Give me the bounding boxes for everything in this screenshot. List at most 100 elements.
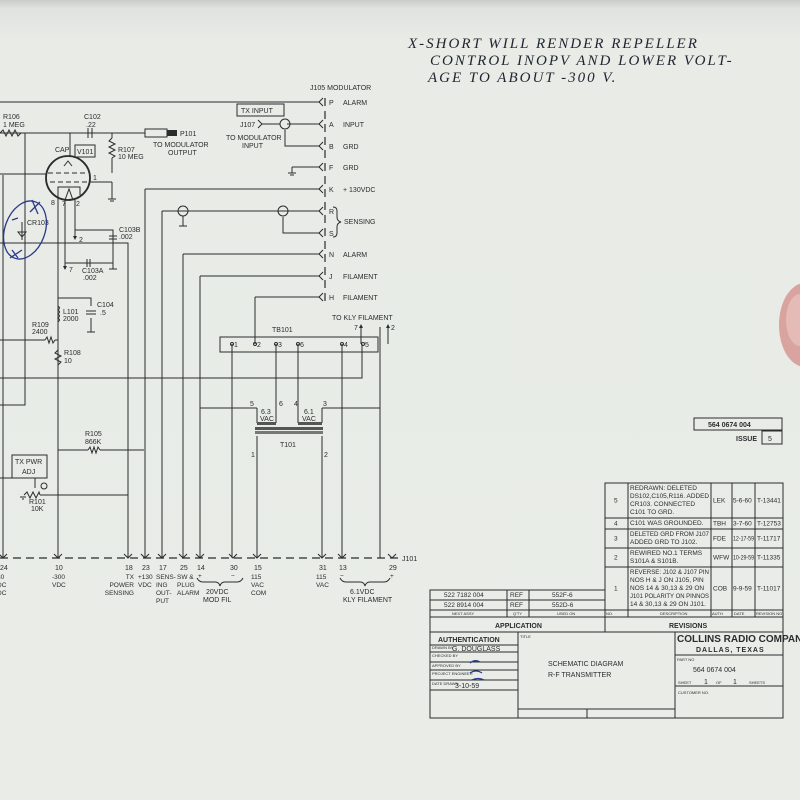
customer-no-label: CUSTOMER NO. <box>678 690 709 695</box>
tx-input-box <box>236 103 285 117</box>
r105-label: R105 <box>85 431 102 438</box>
rev-number: T-11017 <box>757 586 781 593</box>
j101-pin-number: 10 <box>55 565 63 572</box>
rev-description: REWIRED NO.1 TERMS <box>630 550 703 557</box>
j101-pin-label: VAC <box>316 582 329 589</box>
c102-value: .22 <box>86 122 96 129</box>
c103a-label: C103A <box>82 268 104 275</box>
j101-pin-label: -300 <box>52 574 65 581</box>
tube-pin-1: 1 <box>93 175 97 182</box>
rev-date: 12-17-59 <box>733 536 754 543</box>
tb101-term-label: 5 <box>365 342 369 349</box>
sensing-label: SENSING <box>344 219 376 226</box>
c103a-value: .002 <box>83 275 97 282</box>
rev-number: T-12753 <box>757 521 781 528</box>
tb101-label: TB101 <box>272 327 293 334</box>
tx-pwr-adj-box <box>11 454 48 479</box>
j101-pin-label: + <box>198 573 202 580</box>
t101-label: T101 <box>280 442 296 449</box>
j101-pin-number: 23 <box>142 565 150 572</box>
rev-auth: FDE <box>713 536 727 543</box>
drawn-by: G. DOUGLASS <box>452 646 501 653</box>
j101-pin-label: ING <box>156 582 168 589</box>
j101-pin-label: DC <box>0 582 7 589</box>
v101-tube: CAP V101 8 7 2 1 <box>45 144 97 208</box>
j101-pin-number: 18 <box>125 565 133 572</box>
r109-resistor <box>44 335 56 345</box>
r108-value: 10 <box>64 358 72 365</box>
rev-description: DS102,C105,R116. ADDED <box>630 493 709 500</box>
v101-box <box>74 144 96 158</box>
part-no: 564 0674 004 <box>693 667 736 674</box>
j105-pin-letter: R <box>329 209 334 216</box>
tb101-terminal <box>230 342 234 346</box>
j101-pin-24 <box>0 553 8 559</box>
r108-resistor <box>53 349 63 366</box>
p101-plug <box>144 128 168 138</box>
rev-number: T-11717 <box>757 536 781 543</box>
date-drawn: 3-10-59 <box>455 683 479 690</box>
v101-label: V101 <box>77 149 93 156</box>
group-kly-1: 6.1VDC <box>350 589 375 596</box>
j105-pin-label: ALARM <box>343 100 367 107</box>
used-on: 552F-6 <box>552 592 573 599</box>
rev-date: 3-7-60 <box>733 521 752 528</box>
j101-title: J101 <box>402 556 417 563</box>
authentication-heading: AUTHENTICATION <box>438 637 500 644</box>
rev-description: C101 WAS GROUNDED. <box>630 520 704 527</box>
j105-pin-letter: H <box>329 295 334 302</box>
c104-value: .5 <box>100 310 106 317</box>
j101-pin-label: VAC <box>251 582 264 589</box>
application-column-header: Q'TY <box>513 611 522 616</box>
pen-circle-mark <box>2 200 48 260</box>
rev-number: T-13441 <box>757 498 781 505</box>
title-line-2: R-F TRANSMITTER <box>548 672 611 679</box>
t101-sec1-volt: 6.3 <box>261 409 271 416</box>
title-line-1: SCHEMATIC DIAGRAM <box>548 661 623 668</box>
c103b-capacitor <box>109 235 117 240</box>
t101-pin-6: 6 <box>279 401 283 408</box>
j105-pin-label: INPUT <box>343 122 365 129</box>
j101-pin-label: SENSING <box>105 590 134 597</box>
rev-auth: TBH <box>713 521 726 528</box>
j101-pin-18 <box>123 553 133 559</box>
to-mod-output-2: OUTPUT <box>168 150 198 157</box>
j101-pin-label: DC <box>0 590 7 597</box>
group-kly-2: KLY FILAMENT <box>343 597 393 604</box>
revisions-heading: REVISIONS <box>669 623 707 630</box>
to-mod-input-2: INPUT <box>242 143 264 150</box>
rev-column-header: NO. <box>606 611 613 616</box>
drawn-by-label: DRAWN BY <box>432 645 454 650</box>
cr103-label: CR103 <box>27 220 49 227</box>
j101-pin-label: POWER <box>109 582 134 589</box>
kly-arrow-icons <box>359 324 390 328</box>
j101-pin-29 <box>387 553 397 559</box>
application-column-header: NEXT ASSY <box>452 611 474 616</box>
rev-description: CR103. CONNECTED <box>630 501 695 508</box>
cr103-diode: CR103 <box>2 199 49 260</box>
rev-column-header: DESCRIPTION <box>660 611 687 616</box>
l101-inductor <box>57 305 60 323</box>
t101-pin-2: 2 <box>324 452 328 459</box>
c104-capacitor <box>86 310 96 315</box>
r109-label: R109 <box>32 322 49 329</box>
tube-pin-2: 2 <box>76 201 80 208</box>
j101-pin-label: SENS- <box>156 574 176 581</box>
j105-pin-letter: N <box>329 252 334 259</box>
j105-pin-letter: K <box>329 187 334 194</box>
wiring <box>0 101 381 558</box>
rev-description: NOS H & J ON J105, PIN <box>630 577 704 584</box>
r107-label: R107 <box>118 147 135 154</box>
arrow-icons <box>63 236 77 270</box>
r109-value: 2400 <box>32 329 48 336</box>
j105-pin-letter: S <box>329 231 334 238</box>
project-engineer-label: PROJECT ENGINEER <box>432 671 473 676</box>
j101-pin-label: 115 <box>251 574 262 581</box>
j101-pin-number: 29 <box>389 565 397 572</box>
